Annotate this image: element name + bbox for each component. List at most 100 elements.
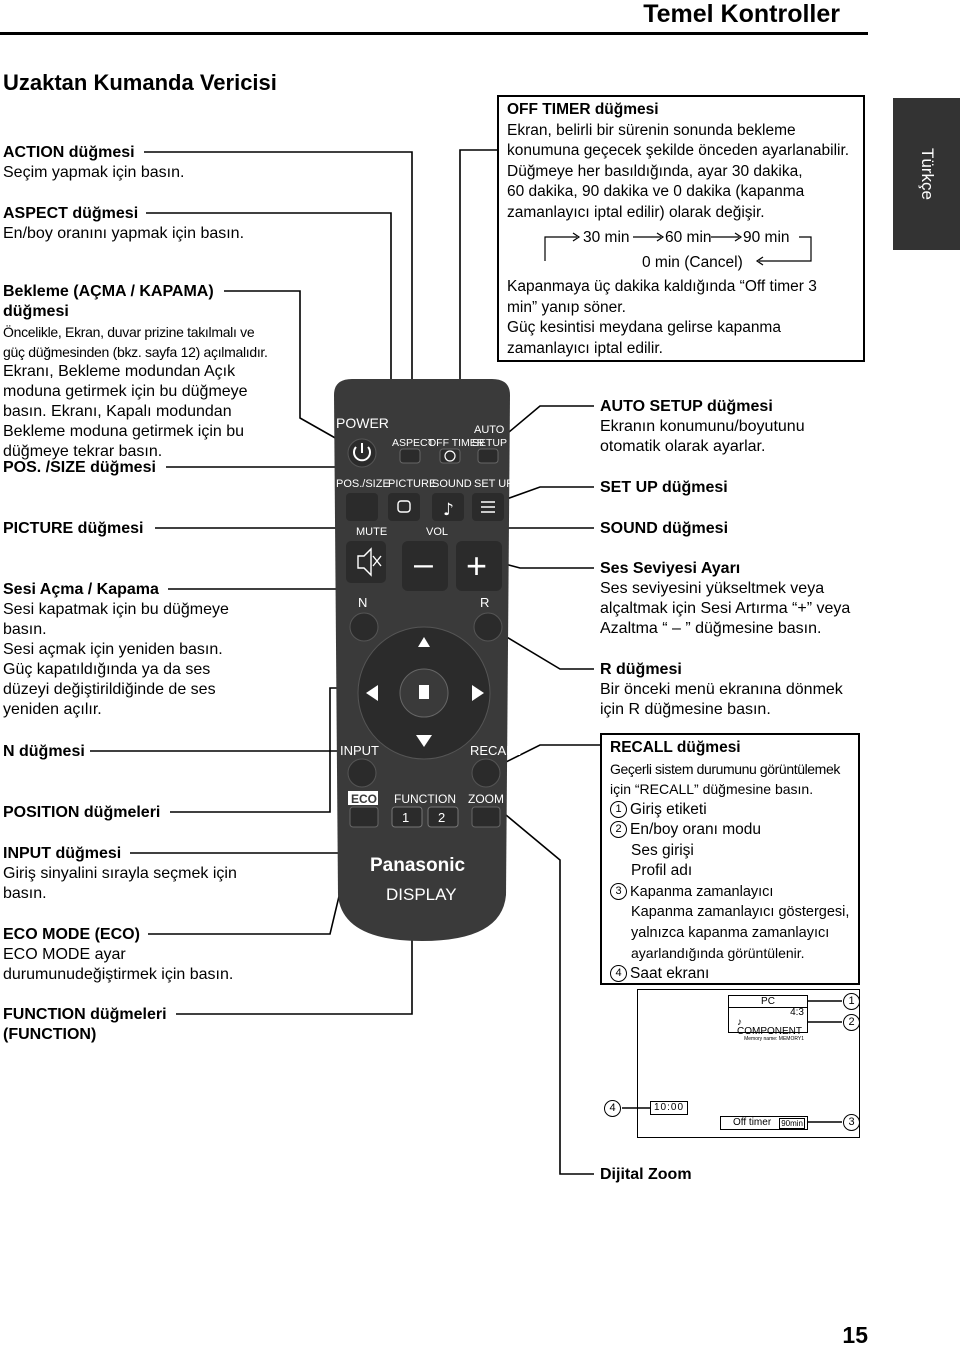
volume-label: Ses Seviyesi Ayarı Ses seviyesini yüksel… <box>600 559 850 639</box>
sound-button[interactable] <box>432 493 464 521</box>
arrow-right-icon[interactable] <box>472 685 484 701</box>
off-timer-desc-2: konumuna geçecek şekilde önceden ayarlan… <box>507 142 850 159</box>
picture-icon <box>397 500 411 513</box>
function-label: FUNCTION düğmeleri (FUNCTION) <box>3 1005 167 1045</box>
action-title: ACTION düğmesi <box>3 144 135 161</box>
screen-preview <box>637 989 860 1138</box>
autosetup-button[interactable] <box>477 448 499 464</box>
setup-text: SET UP <box>474 478 514 490</box>
standby-note-2: güç düğmesinden (bkz. sayfa 12) açılmalı… <box>3 344 268 360</box>
callout-1-icon: 1 <box>610 800 627 818</box>
off-timer-desc-7: min” yanıp söner. <box>507 298 626 316</box>
recall-item-text: Saat ekranı <box>630 964 710 982</box>
action-icon <box>419 685 429 699</box>
remote-control: POWER AUTO ASPECT OFF TIMER SETUP POS./S… <box>334 379 521 941</box>
cycle-cancel: 0 min (Cancel) <box>642 254 743 271</box>
recall-item-text: yalnızca kapanma zamanlayıcı <box>631 924 830 941</box>
function-2-button[interactable] <box>427 806 459 828</box>
mute-text: MUTE <box>356 526 387 538</box>
r-label: R düğmesi Bir önceki menü ekranına dönme… <box>600 660 843 720</box>
osd-memory: Memory name: MEMORY1 <box>744 1036 804 1042</box>
picture-title: PICTURE düğmesi <box>3 520 144 537</box>
volume-title: Ses Seviyesi Ayarı <box>600 560 741 577</box>
menu-icon <box>481 501 495 513</box>
offtimer-text: OFF TIMER <box>428 437 485 449</box>
standby-title: Bekleme (AÇMA / KAPAMA) <box>3 283 214 300</box>
r-desc-2: için R düğmesine basın. <box>600 701 771 718</box>
eco-button[interactable] <box>349 806 379 828</box>
eco-badge <box>348 791 378 805</box>
recall-desc-1: Geçerli sistem durumunu görüntülemek <box>610 760 840 777</box>
off-timer-cycle: 30 min 60 min 90 min 0 min (Cancel) <box>507 227 855 277</box>
picture-text: PICTURE <box>388 478 436 490</box>
volume-up-button[interactable] <box>456 541 502 591</box>
off-timer-box: OFF TIMER düğmesi Ekran, belirli bir sür… <box>497 95 865 362</box>
off-timer-desc-5: zamanlayıcı iptal edilir) olarak değişir… <box>507 203 765 221</box>
volume-down-button[interactable] <box>402 541 448 591</box>
offtimer-button[interactable] <box>439 448 461 464</box>
n-button[interactable] <box>349 612 379 642</box>
callout-3-icon: 3 <box>843 1114 860 1131</box>
r-desc-1: Bir önceki menü ekranına dönmek <box>600 681 843 698</box>
mute-icon <box>357 547 382 577</box>
recall-item-text: Ses girişi <box>631 841 694 859</box>
input-button[interactable] <box>347 758 377 788</box>
input-desc-2: basın. <box>3 885 47 902</box>
zoom-label: Dijital Zoom <box>600 1165 692 1185</box>
standby-desc-3: basın. Ekranı, Kapalı modundan <box>3 403 232 420</box>
function-title-2: (FUNCTION) <box>3 1026 97 1043</box>
callout-4-icon: 4 <box>604 1100 621 1117</box>
sound-label: SOUND düğmesi <box>600 519 728 539</box>
osd-clock: 10:00 <box>650 1101 688 1115</box>
cycle-arrows <box>544 232 812 266</box>
aspect-text: ASPECT <box>392 437 435 449</box>
r-button[interactable] <box>473 612 503 642</box>
mute-label: Sesi Açma / Kapama Sesi kapatmak için bu… <box>3 580 229 720</box>
mute-desc-1: Sesi kapatmak için bu düğmeye <box>3 601 229 618</box>
osd-offtimer-value: 90min <box>779 1118 805 1129</box>
zoom-button[interactable] <box>471 806 501 828</box>
action-label: ACTION düğmesi Seçim yapmak için basın. <box>3 143 184 183</box>
recall-box: RECALL düğmesi Geçerli sistem durumunu g… <box>600 733 860 985</box>
cycle-60: 60 min <box>665 229 712 246</box>
arrow-down-icon[interactable] <box>416 735 432 747</box>
brand-text: Panasonic <box>370 855 465 876</box>
cycle-90: 90 min <box>743 229 790 246</box>
setup-title: SET UP düğmesi <box>600 479 728 496</box>
possize-button[interactable] <box>346 493 378 521</box>
section-title: Uzaktan Kumanda Vericisi <box>3 70 277 95</box>
autosetup-title: AUTO SETUP düğmesi <box>600 398 773 415</box>
standby-desc-2: moduna getirmek için bu düğmeye <box>3 383 248 400</box>
auto-text: AUTO <box>474 424 505 436</box>
volume-desc-2: alçaltmak için Sesi Artırma “+” veya <box>600 600 851 617</box>
aspect-title: ASPECT düğmesi <box>3 205 139 222</box>
recall-button[interactable] <box>471 758 501 788</box>
zoom-text: ZOOM <box>468 792 504 806</box>
recall-item-text: Giriş etiketi <box>630 800 707 818</box>
function-1-button[interactable] <box>391 806 423 828</box>
mute-button[interactable] <box>346 541 386 583</box>
aspect-label: ASPECT düğmesi En/boy oranını yapmak içi… <box>3 204 244 244</box>
picture-button[interactable] <box>388 493 420 521</box>
standby-title-2: düğmesi <box>3 303 69 320</box>
arrow-left-icon[interactable] <box>366 685 378 701</box>
arrow-up-icon[interactable] <box>418 637 430 647</box>
display-text: DISPLAY <box>386 885 457 904</box>
callout-1-icon: 1 <box>843 993 860 1010</box>
autosetup-desc-2: otomatik olarak ayarlar. <box>600 438 766 455</box>
aspect-button[interactable] <box>399 448 421 464</box>
off-timer-desc-3: Düğmeye her basıldığında, ayar 30 dakika… <box>507 162 803 180</box>
recall-item-text: Kapanma zamanlayıcı göstergesi, <box>631 904 850 920</box>
action-desc: Seçim yapmak için basın. <box>3 164 185 181</box>
possize-label: POS. /SIZE düğmesi <box>3 458 156 478</box>
osd-offtimer-label: Off timer <box>733 1117 772 1128</box>
callout-4-icon: 4 <box>610 964 627 982</box>
autosetup-label: AUTO SETUP düğmesi Ekranın konumunu/boyu… <box>600 397 805 457</box>
mute-desc-2: basın. <box>3 621 47 638</box>
position-label: POSITION düğmeleri <box>3 803 160 823</box>
setup-top-text: SETUP <box>472 437 507 449</box>
recall-item-text: ayarlandığında görüntülenir. <box>631 945 805 961</box>
